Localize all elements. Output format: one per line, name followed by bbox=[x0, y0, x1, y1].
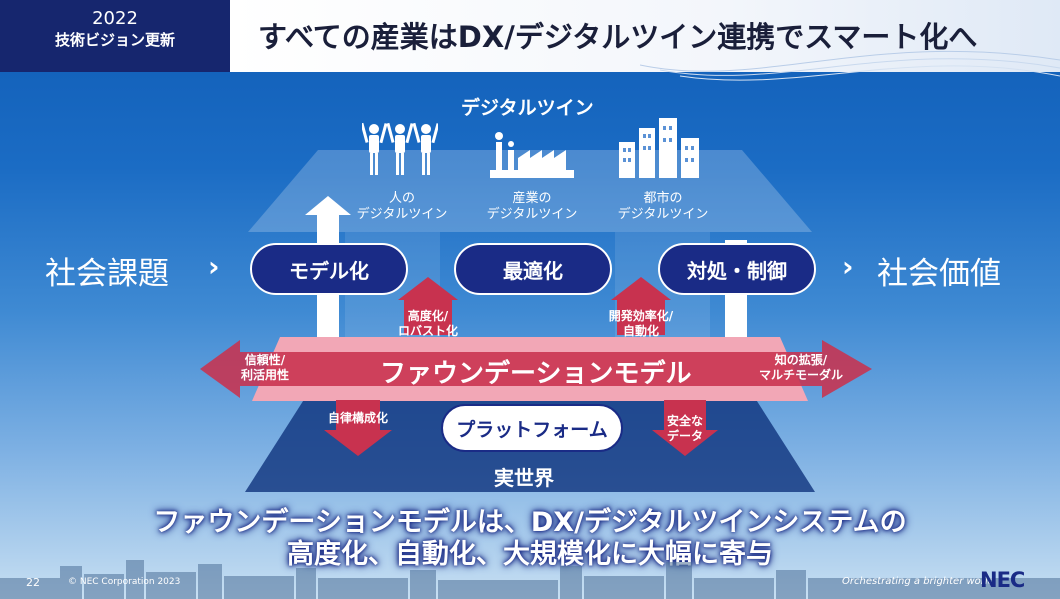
industry-twin-label: 産業の デジタルツイン bbox=[480, 191, 584, 223]
city-buildings-icon bbox=[617, 118, 701, 178]
real-world-label: 実世界 bbox=[494, 462, 554, 491]
social-value-label: 社会価値 bbox=[877, 248, 1001, 293]
chevron-right-icon: › bbox=[842, 250, 854, 283]
safe-data-arrow-label: 安全な データ bbox=[656, 414, 714, 444]
factory-icon bbox=[490, 130, 574, 178]
platform-pill: プラットフォーム bbox=[441, 404, 623, 452]
people-twin-label: 人の デジタルツイン bbox=[350, 191, 454, 223]
automation-arrow-label: 開発効率化/ 自動化 bbox=[597, 309, 685, 339]
social-issues-label: 社会課題 bbox=[45, 248, 169, 293]
reliability-arrow-label: 信頼性/ 利活用性 bbox=[226, 353, 304, 383]
nec-logo: NEC bbox=[980, 568, 1024, 592]
city-skyline-decoration bbox=[0, 548, 1060, 599]
robustness-arrow-label: 高度化/ ロバスト化 bbox=[388, 309, 468, 339]
foundation-model-label: ファウンデーションモデル bbox=[380, 353, 691, 390]
brand-slogan: Orchestrating a brighter world bbox=[842, 576, 994, 587]
copyright: © NEC Corporation 2023 bbox=[68, 577, 180, 587]
chevron-right-icon: › bbox=[208, 250, 220, 283]
city-twin-label: 都市の デジタルツイン bbox=[611, 191, 715, 223]
autonomous-arrow-label: 自律構成化 bbox=[320, 411, 396, 426]
modeling-pill: モデル化 bbox=[250, 243, 408, 295]
optimization-pill: 最適化 bbox=[454, 243, 612, 295]
digital-twin-label: デジタルツイン bbox=[461, 93, 594, 120]
people-icon bbox=[362, 120, 438, 178]
control-pill: 対処・制御 bbox=[658, 243, 816, 295]
knowledge-arrow-label: 知の拡張/ マルチモーダル bbox=[750, 353, 852, 383]
page-number: 22 bbox=[26, 576, 40, 589]
